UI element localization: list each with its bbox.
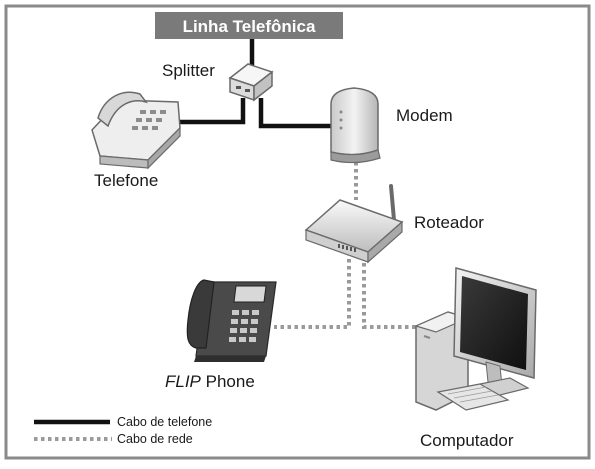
legend-phone-cable-label: Cabo de telefone: [117, 415, 212, 429]
legend: Cabo de telefone Cabo de rede: [34, 415, 212, 446]
phone-cables: [178, 39, 331, 129]
label-flip-italic: FLIP: [165, 372, 202, 391]
cable-splitter-to-modem: [258, 98, 331, 129]
modem-icon: [330, 87, 381, 164]
title-text: Linha Telefônica: [183, 17, 316, 36]
router-icon: [304, 184, 404, 264]
title-tab: Linha Telefônica: [155, 12, 343, 39]
cable-router-to-computer: [362, 256, 432, 329]
computer-icon: [414, 267, 537, 411]
label-telefone: Telefone: [94, 171, 158, 190]
label-splitter: Splitter: [162, 61, 215, 80]
label-flip-rest: Phone: [201, 372, 255, 391]
label-modem: Modem: [396, 106, 453, 125]
label-computador: Computador: [420, 431, 514, 450]
label-roteador: Roteador: [414, 213, 484, 232]
cable-splitter-to-telephone: [178, 98, 246, 125]
ip-phone-icon: [186, 279, 277, 362]
title-background: [155, 12, 343, 39]
label-flip-phone: FLIP Phone: [165, 372, 255, 391]
network-cables: [274, 162, 432, 329]
telephone-icon: [91, 91, 181, 170]
legend-network-cable-label: Cabo de rede: [117, 432, 193, 446]
splitter-icon: [228, 63, 274, 102]
